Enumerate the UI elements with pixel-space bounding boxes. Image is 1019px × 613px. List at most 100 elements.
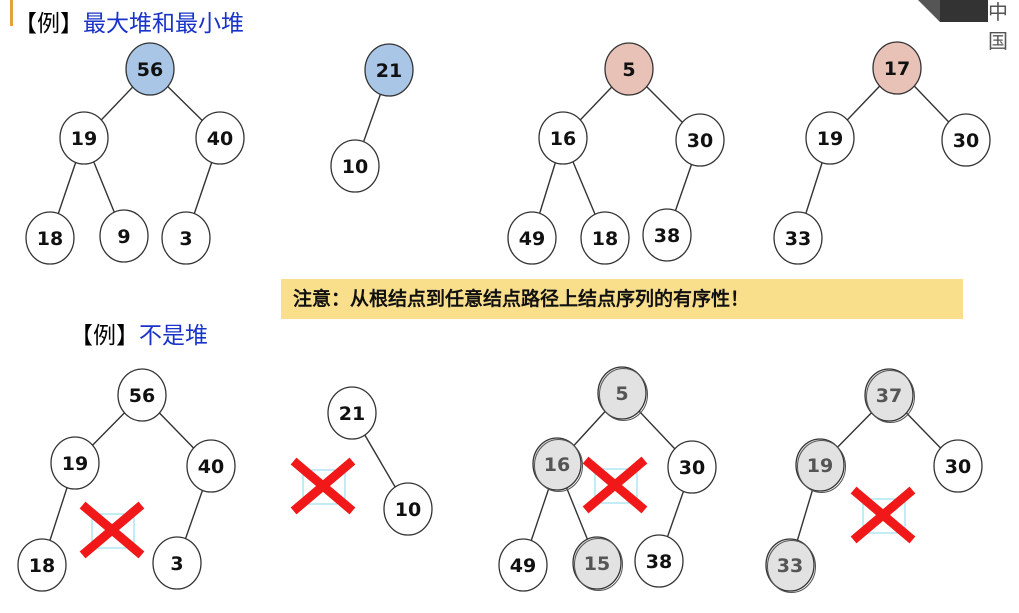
heap-tree-5: 56 19 40 18 3	[17, 368, 236, 592]
node-circle	[507, 211, 557, 265]
node-shadow	[599, 368, 648, 421]
node-value: 21	[376, 60, 402, 82]
node-circle	[498, 538, 548, 592]
tree-node: 19	[59, 111, 109, 165]
tree-node: 19	[50, 436, 100, 490]
tree-node: 30	[941, 113, 991, 167]
tree-node: 40	[186, 439, 236, 493]
tree-node: 56	[125, 42, 175, 96]
red-x-icon	[290, 457, 356, 515]
node-value: 16	[544, 454, 570, 476]
node-circle	[667, 440, 717, 494]
node-value: 30	[953, 130, 979, 152]
tree-node: 3	[152, 536, 202, 590]
tree-node: 9	[99, 209, 149, 263]
node-circle	[99, 209, 149, 263]
node-value: 15	[584, 553, 610, 575]
node-circle	[532, 437, 582, 491]
tree-node: 40	[195, 111, 245, 165]
node-value: 49	[510, 555, 536, 577]
node-value: 30	[687, 130, 713, 152]
node-shadow	[574, 538, 623, 591]
node-circle	[572, 536, 622, 590]
node-value: 37	[876, 385, 902, 407]
node-circle	[864, 368, 914, 422]
node-circle	[795, 438, 845, 492]
node-shadow	[866, 370, 915, 423]
node-value: 19	[71, 128, 97, 150]
tree-node: 19	[795, 438, 846, 493]
red-x-icon	[79, 501, 145, 559]
node-value: 19	[817, 128, 843, 150]
node-value: 18	[592, 228, 618, 250]
node-circle	[933, 439, 983, 493]
tree-node: 49	[498, 538, 548, 592]
node-value: 3	[179, 228, 192, 250]
node-circle	[117, 368, 167, 422]
tree-node: 10	[330, 139, 380, 193]
tree-node: 33	[773, 211, 823, 265]
node-circle	[125, 42, 175, 96]
heap-tree-4: 17 19 30 33	[773, 41, 991, 265]
tree-node: 3	[161, 211, 211, 265]
heap-tree-3: 5 16 30 49 18 38	[507, 42, 725, 265]
node-value: 30	[679, 457, 705, 479]
red-x-icon	[850, 486, 916, 544]
node-value: 5	[622, 59, 635, 81]
node-circle	[765, 538, 815, 592]
node-value: 56	[137, 59, 163, 81]
title-accent-bar	[10, 0, 13, 26]
node-shadow	[797, 440, 846, 493]
heading-bracket: 【例】	[14, 11, 83, 37]
node-circle	[364, 43, 414, 97]
node-circle	[805, 111, 855, 165]
tree-node: 19	[805, 111, 855, 165]
heap-tree-1: 56 19 40 18 9 3	[25, 42, 245, 265]
node-circle	[383, 482, 433, 536]
node-circle	[773, 211, 823, 265]
node-circle	[186, 439, 236, 493]
tree-node: 5	[604, 42, 654, 96]
node-value: 40	[198, 456, 224, 478]
heading-text: 不是堆	[139, 323, 208, 349]
node-circle	[59, 111, 109, 165]
tree-node: 18	[25, 211, 75, 265]
tree-node: 18	[580, 211, 630, 265]
node-value: 18	[37, 228, 63, 250]
tree-node: 56	[117, 368, 167, 422]
node-circle	[25, 211, 75, 265]
heading-text: 最大堆和最小堆	[83, 11, 244, 37]
tree-node: 38	[642, 208, 692, 262]
logo-text: 中国	[988, 0, 1008, 53]
tree-node: 30	[675, 113, 725, 167]
tree-node: 10	[383, 482, 433, 536]
node-value: 56	[129, 385, 155, 407]
tree-node: 37	[864, 368, 915, 423]
note-box: 注意：从根结点到任意结点路径上结点序列的有序性！	[281, 279, 963, 319]
node-value: 16	[550, 128, 576, 150]
node-circle	[642, 208, 692, 262]
node-circle	[50, 436, 100, 490]
node-value: 3	[170, 553, 183, 575]
node-value: 38	[654, 225, 680, 247]
heap-tree-2: 21 10	[330, 43, 414, 193]
node-shadow	[767, 540, 816, 593]
heap-tree-8: 37 19 30 33	[765, 368, 983, 593]
tree-node: 18	[17, 538, 67, 592]
tree-node: 30	[933, 439, 983, 493]
node-circle	[538, 111, 588, 165]
tree-node: 17	[872, 41, 922, 95]
tree-node: 49	[507, 211, 557, 265]
node-circle	[580, 211, 630, 265]
heading-not-heap: 【例】不是堆	[70, 316, 208, 350]
node-shadow	[534, 439, 583, 492]
node-value: 33	[777, 555, 803, 577]
tree-node: 21	[327, 386, 377, 440]
node-value: 21	[339, 403, 365, 425]
node-value: 19	[62, 453, 88, 475]
logo-block-icon	[940, 0, 988, 22]
node-value: 9	[117, 226, 130, 248]
node-circle	[327, 386, 377, 440]
